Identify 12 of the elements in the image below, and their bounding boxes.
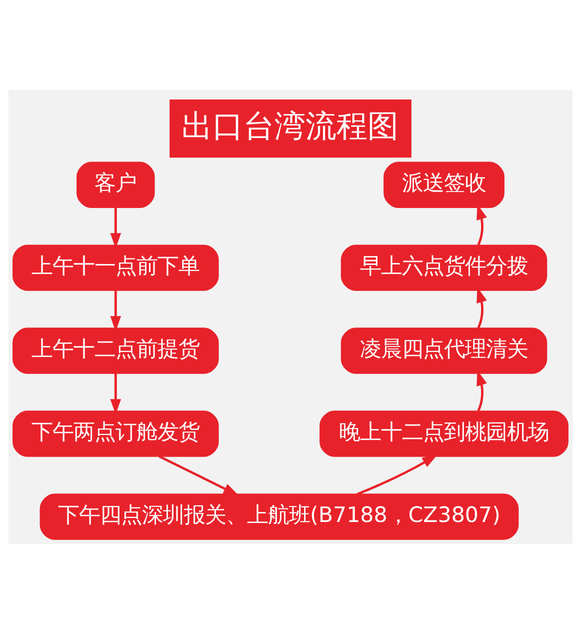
node-box: 客户: [76, 162, 155, 208]
diagram-title: 出口台湾流程图: [181, 108, 398, 145]
node-box: 派送签收: [384, 162, 504, 208]
node-box: 上午十二点前提货: [12, 328, 219, 374]
node-box: 早上六点货件分拨: [340, 244, 548, 291]
arrow: [158, 455, 239, 496]
node-box: 上午十一点前下单: [12, 244, 219, 291]
node-box: 下午四点深圳报关、上航班(B7188，CZ3807): [40, 494, 519, 540]
arrow: [356, 454, 438, 496]
node-box: 晚上十二点到桃园机场: [320, 410, 568, 457]
node-box: 下午两点订舱发货: [12, 410, 219, 457]
node-box: 凌晨四点代理清关: [340, 328, 548, 374]
